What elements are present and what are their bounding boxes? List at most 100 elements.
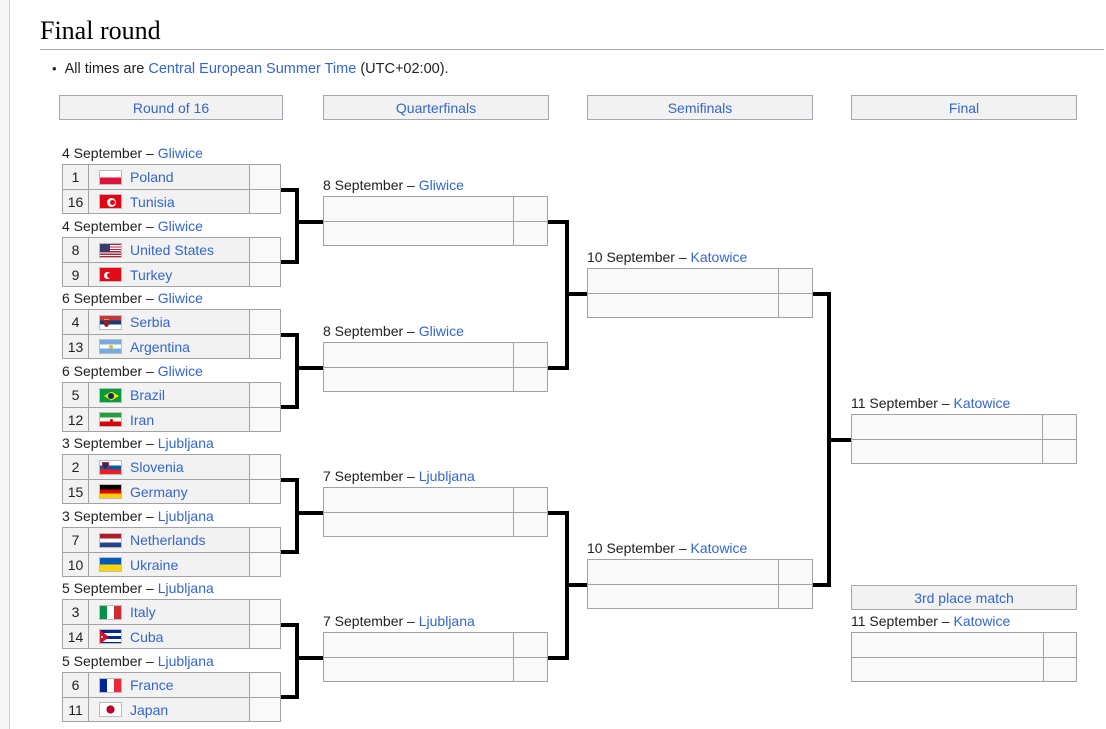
team-cell <box>588 585 778 608</box>
city-link[interactable]: Ljubljana <box>157 508 214 524</box>
city-link[interactable]: Katowice <box>690 249 748 265</box>
match-date-text: 10 September – <box>587 540 687 556</box>
team-cell <box>588 560 778 584</box>
argentina-team-link[interactable]: Argentina <box>130 338 190 355</box>
team-cell: Poland <box>89 165 249 189</box>
score-cell <box>249 600 280 624</box>
third-place-header[interactable]: 3rd place match <box>851 585 1077 610</box>
seed-cell: 8 <box>63 238 89 262</box>
team-cell <box>588 294 778 317</box>
match-quarterfinals-4: 7 September – Ljubljana <box>323 613 548 682</box>
city-link[interactable]: Ljubljana <box>157 580 214 596</box>
bracket-connector-line <box>565 292 587 296</box>
round-header-round-of-16[interactable]: Round of 16 <box>59 95 283 120</box>
team-cell <box>324 633 513 657</box>
iran-flag-icon <box>99 412 122 427</box>
match-date-text: 4 September – <box>62 145 154 161</box>
bracket-connector-line <box>295 366 323 370</box>
match-date: 3 September – Ljubljana <box>62 508 281 527</box>
city-link[interactable]: Katowice <box>953 613 1011 629</box>
bracket-connector-line <box>295 623 299 699</box>
city-link[interactable]: Gliwice <box>157 363 203 379</box>
match-row <box>324 633 547 657</box>
page-title: Final round <box>40 16 1104 50</box>
netherlands-team-link[interactable]: Netherlands <box>130 532 206 548</box>
poland-flag-icon <box>99 169 122 185</box>
turkey-team-link[interactable]: Turkey <box>130 266 173 283</box>
tunisia-flag-icon <box>99 194 122 209</box>
team-cell: Ukraine <box>89 553 249 576</box>
match-row <box>852 633 1076 657</box>
seed-cell: 6 <box>63 673 89 697</box>
japan-team-link[interactable]: Japan <box>130 701 169 718</box>
city-link[interactable]: Gliwice <box>418 177 464 193</box>
match-row <box>324 221 547 245</box>
cuba-team-link[interactable]: Cuba <box>130 628 164 645</box>
match-row <box>324 343 547 367</box>
cest-link[interactable]: Central European Summer Time <box>148 61 357 77</box>
match-date-text: 8 September – <box>323 323 415 339</box>
city-link[interactable]: Gliwice <box>157 218 203 234</box>
team-cell: Turkey <box>89 263 249 286</box>
match-date-text: 10 September – <box>587 249 687 265</box>
city-link[interactable]: Gliwice <box>157 290 203 306</box>
match-row: 13 Argentina <box>63 334 280 358</box>
score-cell <box>513 343 547 367</box>
match-row: 8 United States <box>63 238 280 262</box>
match-date: 6 September – Gliwice <box>62 290 281 309</box>
bracket-connector-line <box>281 405 299 409</box>
score-cell <box>778 294 812 317</box>
team-cell <box>852 440 1042 463</box>
serbia-team-link[interactable]: Serbia <box>130 314 171 330</box>
match-date-text: 3 September – <box>62 508 154 524</box>
city-link[interactable]: Ljubljana <box>157 435 214 451</box>
united-states-team-link[interactable]: United States <box>130 242 215 258</box>
brazil-team-link[interactable]: Brazil <box>130 387 166 403</box>
france-team-link[interactable]: France <box>130 677 174 693</box>
city-link[interactable]: Gliwice <box>157 145 203 161</box>
round-header-final[interactable]: Final <box>851 95 1077 120</box>
city-link[interactable]: Gliwice <box>418 323 464 339</box>
match-round_of_16-4: 6 September – Gliwice 5 Brazil 12 Iran <box>62 363 281 432</box>
seed-cell: 16 <box>63 190 89 213</box>
match-date-text: 6 September – <box>62 290 154 306</box>
match-row <box>324 367 547 391</box>
score-cell <box>249 310 280 334</box>
match-semifinals-2: 10 September – Katowice <box>587 540 813 609</box>
seed-cell: 14 <box>63 625 89 648</box>
match-row: 11 Japan <box>63 697 280 721</box>
iran-team-link[interactable]: Iran <box>130 411 155 428</box>
slovenia-team-link[interactable]: Slovenia <box>130 459 184 475</box>
match-round_of_16-5: 3 September – Ljubljana 2 Slovenia 15 Ge… <box>62 435 281 504</box>
match-date: 5 September – Ljubljana <box>62 580 281 599</box>
japan-flag-icon <box>99 702 122 717</box>
match-round_of_16-6: 3 September – Ljubljana 7 Netherlands 10… <box>62 508 281 577</box>
tunisia-team-link[interactable]: Tunisia <box>130 193 175 210</box>
match-row: 2 Slovenia <box>63 455 280 479</box>
united-states-flag-icon <box>99 242 122 258</box>
match-table: 4 Serbia 13 Argentina <box>62 309 281 359</box>
score-cell <box>1042 440 1076 463</box>
seed-cell: 11 <box>63 698 89 721</box>
round-header-semifinals[interactable]: Semifinals <box>587 95 813 120</box>
city-link[interactable]: Katowice <box>953 395 1011 411</box>
score-cell <box>513 488 547 512</box>
germany-team-link[interactable]: Germany <box>130 483 188 500</box>
team-cell: Cuba <box>89 625 249 648</box>
team-cell: Brazil <box>89 383 249 407</box>
match-table: 5 Brazil 12 Iran <box>62 382 281 432</box>
italy-team-link[interactable]: Italy <box>130 604 156 620</box>
ukraine-team-link[interactable]: Ukraine <box>130 556 179 573</box>
match-date: 5 September – Ljubljana <box>62 653 281 672</box>
city-link[interactable]: Ljubljana <box>418 468 475 484</box>
city-link[interactable]: Katowice <box>690 540 748 556</box>
match-table <box>323 487 548 537</box>
round-header-quarterfinals[interactable]: Quarterfinals <box>323 95 549 120</box>
score-cell <box>249 165 280 189</box>
city-link[interactable]: Ljubljana <box>157 653 214 669</box>
poland-team-link[interactable]: Poland <box>130 169 174 185</box>
match-row: 15 Germany <box>63 479 280 503</box>
city-link[interactable]: Ljubljana <box>418 613 475 629</box>
bracket-connector-line <box>295 220 323 224</box>
score-cell <box>513 197 547 221</box>
